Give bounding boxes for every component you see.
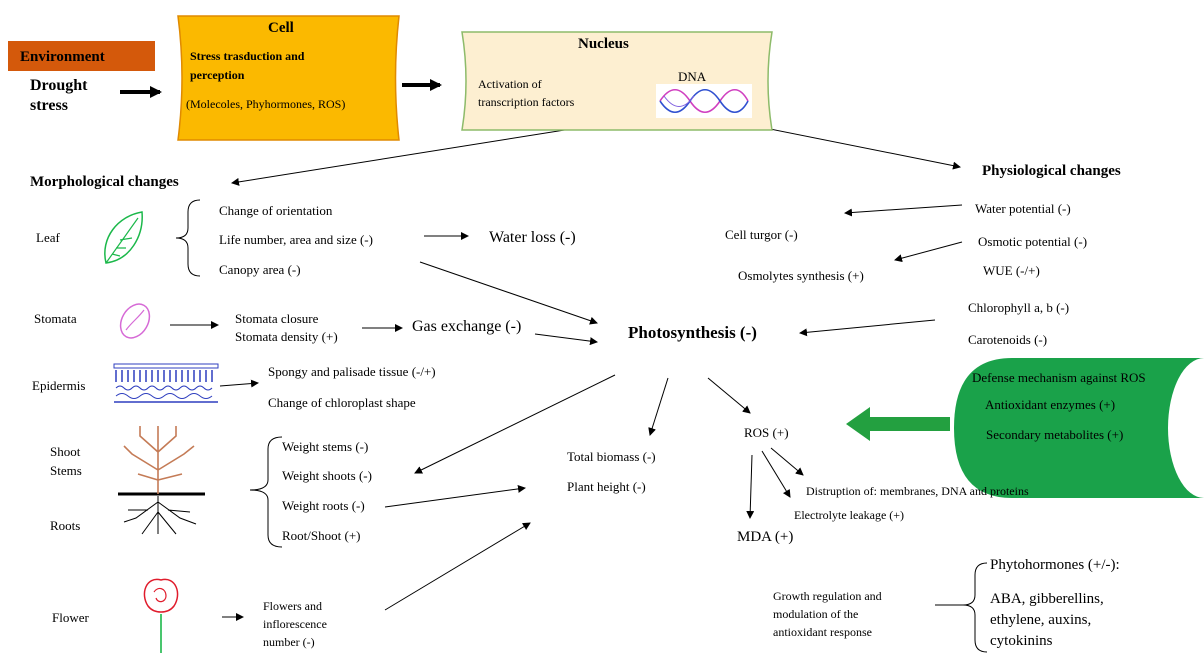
dna-label: DNA [678,69,707,84]
root-shoot-ratio: Root/Shoot (+) [282,528,361,543]
roots-label: Roots [50,518,81,533]
flower-label: Flower [52,610,89,625]
phytohormones-line2: ethylene, auxins, [990,612,1092,628]
morphological-title: Morphological changes [30,174,179,190]
defense-mechanism-box [954,358,1204,498]
arrow-water-to-turgor [844,204,963,217]
weight-shoots: Weight shoots (-) [282,468,372,483]
electrolyte-leakage: Electrolyte leakage (+) [794,508,905,522]
flowers-line3: number (-) [263,635,315,649]
arrow-chlorophyll-to-photosynthesis [799,319,936,337]
stems-label: Stems [50,463,82,478]
arrow-photo-to-biomass [648,377,669,436]
environment-label: Environment [20,49,105,65]
leaf-item-canopy: Canopy area (-) [219,262,301,277]
wue: WUE (-/+) [983,263,1040,278]
arrow-ros-to-electrolyte [761,450,791,498]
stomata-density: Stomata density (+) [235,329,338,344]
cell-line1: Stress trasduction and [190,49,305,63]
leaf-icon [104,211,143,264]
flowers-line2: inflorescence [263,617,327,631]
arrow-osmotic-to-osmolytes [894,241,963,263]
mda: MDA (+) [737,529,794,545]
defense-secondary: Secondary metabolites (+) [986,427,1124,442]
cell-line3: (Molecoles, Phyhormones, ROS) [186,97,346,111]
arrow-roots-to-biomass [384,484,526,508]
epidermis-chloroplast: Change of chloroplast shape [268,395,416,410]
phytohormones-line1: ABA, gibberellins, [990,591,1104,607]
shoot-label: Shoot [50,444,81,459]
osmotic-potential: Osmotic potential (-) [978,234,1088,249]
ros-disruption: Distruption of: membranes, DNA and prote… [806,484,1029,498]
leaf-item-orientation: Change of orientation [219,203,333,218]
arrow-ros-to-mda [746,454,755,519]
arrow-photo-to-ros [707,377,751,414]
dna-helix-icon [656,84,752,118]
photosynthesis: Photosynthesis (-) [628,323,757,342]
flower-icon [143,578,179,653]
brace-shoot [249,436,283,548]
chlorophyll: Chlorophyll a, b (-) [968,300,1070,315]
nucleus-activation-line1: Activation of [478,77,542,91]
brace-phytohormones [962,562,988,653]
environment-label-box [8,41,155,71]
green-arrow-icon [846,407,950,441]
osmolytes-synthesis: Osmolytes synthesis (+) [738,268,864,283]
water-potential: Water potential (-) [975,201,1071,216]
weight-stems: Weight stems (-) [282,439,369,454]
cell-turgor: Cell turgor (-) [725,227,798,242]
growth-line1: Growth regulation and [773,589,882,603]
phytohormones-title: Phytohormones (+/-): [990,557,1120,573]
nucleus-title: Nucleus [578,36,629,52]
phytohormones-line3: cytokinins [990,633,1053,649]
flowers-line1: Flowers and [263,599,322,613]
arrow-ros-to-disruption [770,447,804,476]
growth-line3: antioxidant response [773,625,872,639]
defense-title: Defense mechanism against ROS [972,370,1146,385]
water-loss: Water loss (-) [489,229,576,246]
stomata-icon [119,303,151,339]
nucleus-activation-line2: transcription factors [478,95,575,109]
leaf-label: Leaf [36,230,60,245]
plant-height: Plant height (-) [567,479,646,494]
carotenoids: Carotenoids (-) [968,332,1048,347]
arrow-flowers-to-biomass [384,522,531,611]
drought-stress-line2: stress [30,97,68,114]
epidermis-tissue-icon [113,363,219,403]
leaf-item-life-number: Life number, area and size (-) [219,232,373,247]
drought-stress-line1: Drought [30,77,88,94]
epidermis-label: Epidermis [32,378,86,393]
stomata-closure: Stomata closure [235,311,319,326]
arrow-gas-to-photosynthesis [534,333,598,346]
brace-leaf [175,199,201,277]
ros-label: ROS (+) [744,425,789,440]
growth-line2: modulation of the [773,607,859,621]
arrow-canopy-to-photosynthesis [419,261,598,325]
defense-antioxidant: Antioxidant enzymes (+) [985,397,1116,412]
gas-exchange: Gas exchange (-) [412,318,522,335]
stomata-label: Stomata [34,311,77,326]
cell-title: Cell [268,20,294,36]
cell-box [177,15,400,141]
total-biomass: Total biomass (-) [567,449,656,464]
epidermis-spongy: Spongy and palisade tissue (-/+) [268,364,436,379]
arrow-photo-to-weight [414,374,616,474]
cell-line2: perception [190,68,245,82]
arrow-epidermis-to-tissue [219,379,259,388]
physiological-title: Physiological changes [982,163,1121,179]
weight-roots: Weight roots (-) [282,498,365,513]
plant-shoot-root-icon [123,426,197,535]
